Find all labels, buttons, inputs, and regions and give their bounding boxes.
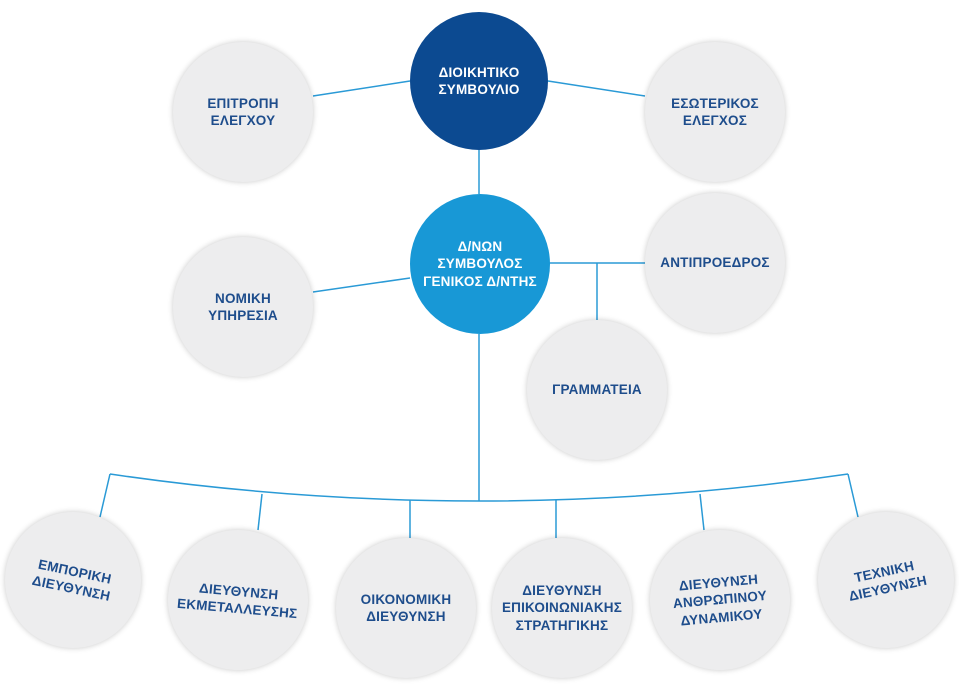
connector-hr	[699, 493, 705, 531]
node-legal-label: ΝΟΜΙΚΗ ΥΠΗΡΕΣΙΑ	[208, 290, 278, 323]
node-legal: ΝΟΜΙΚΗ ΥΠΗΡΕΣΙΑ	[173, 237, 313, 377]
node-internal-audit-label: ΕΣΩΤΕΡΙΚΟΣ ΕΛΕΓΧΟΣ	[671, 95, 759, 128]
node-ceo-label: Δ/ΝΩΝ ΣΥΜΒΟΥΛΟΣ ΓΕΝΙΚΟΣ Δ/ΝΤΗΣ	[423, 239, 537, 289]
node-vice-president: ΑΝΤΙΠΡΟΕΔΡΟΣ	[645, 193, 785, 333]
node-technical-label: ΤΕΧΝΙΚΗ ΔΙΕΥΘΥΝΣΗ	[847, 557, 929, 604]
node-vice-president-label: ΑΝΤΙΠΡΟΕΔΡΟΣ	[660, 255, 770, 271]
node-ceo: Δ/ΝΩΝ ΣΥΜΒΟΥΛΟΣ ΓΕΝΙΚΟΣ Δ/ΝΤΗΣ	[410, 194, 550, 334]
connector-board-internal-audit	[547, 80, 646, 97]
node-finance-label: ΟΙΚΟΝΟΜΙΚΗ ΔΙΕΥΘΥΝΣΗ	[360, 591, 452, 624]
node-board-label: ΔΙΟΙΚΗΤΙΚΟ ΣΥΜΒΟΥΛΙΟ	[438, 64, 520, 97]
connector-board-audit-committee	[312, 80, 411, 97]
node-secretariat-label: ΓΡΑΜΜΑΤΕΙΑ	[552, 382, 642, 398]
node-internal-audit: ΕΣΩΤΕΡΙΚΟΣ ΕΛΕΓΧΟΣ	[645, 42, 785, 182]
node-audit-committee-label: ΕΠΙΤΡΟΠΗ ΕΛΕΓΧΟΥ	[207, 95, 279, 128]
node-communication-label: ΔΙΕΥΘΥΝΣΗ ΕΠΙΚΟΙΝΩΝΙΑΚΗΣ ΣΤΡΑΤΗΓΙΚΗΣ	[501, 583, 623, 633]
node-operations-label: ΔΙΕΥΘΥΝΣΗ ΕΚΜΕΤΑΛΛΕΥΣΗΣ	[176, 580, 298, 622]
connector-operations	[257, 493, 263, 531]
node-communication: ΔΙΕΥΘΥΝΣΗ ΕΠΙΚΟΙΝΩΝΙΑΚΗΣ ΣΤΡΑΤΗΓΙΚΗΣ	[492, 538, 632, 678]
node-hr-label: ΔΙΕΥΘΥΝΣΗ ΑΝΘΡΩΠΙΝΟΥ ΔΥΝΑΜΙΚΟΥ	[672, 571, 768, 629]
connector-directorates-arc	[109, 473, 849, 502]
connector-technical	[847, 473, 859, 518]
node-commercial-label: ΕΜΠΟΡΙΚΗ ΔΙΕΥΘΥΝΣΗ	[30, 556, 113, 604]
node-finance: ΟΙΚΟΝΟΜΙΚΗ ΔΙΕΥΘΥΝΣΗ	[336, 538, 476, 678]
connector-commercial	[99, 473, 111, 518]
node-board: ΔΙΟΙΚΗΤΙΚΟ ΣΥΜΒΟΥΛΙΟ	[410, 12, 548, 150]
node-audit-committee: ΕΠΙΤΡΟΠΗ ΕΛΕΓΧΟΥ	[173, 42, 313, 182]
node-secretariat: ΓΡΑΜΜΑΤΕΙΑ	[527, 320, 667, 460]
connector-ceo-legal	[312, 277, 411, 293]
